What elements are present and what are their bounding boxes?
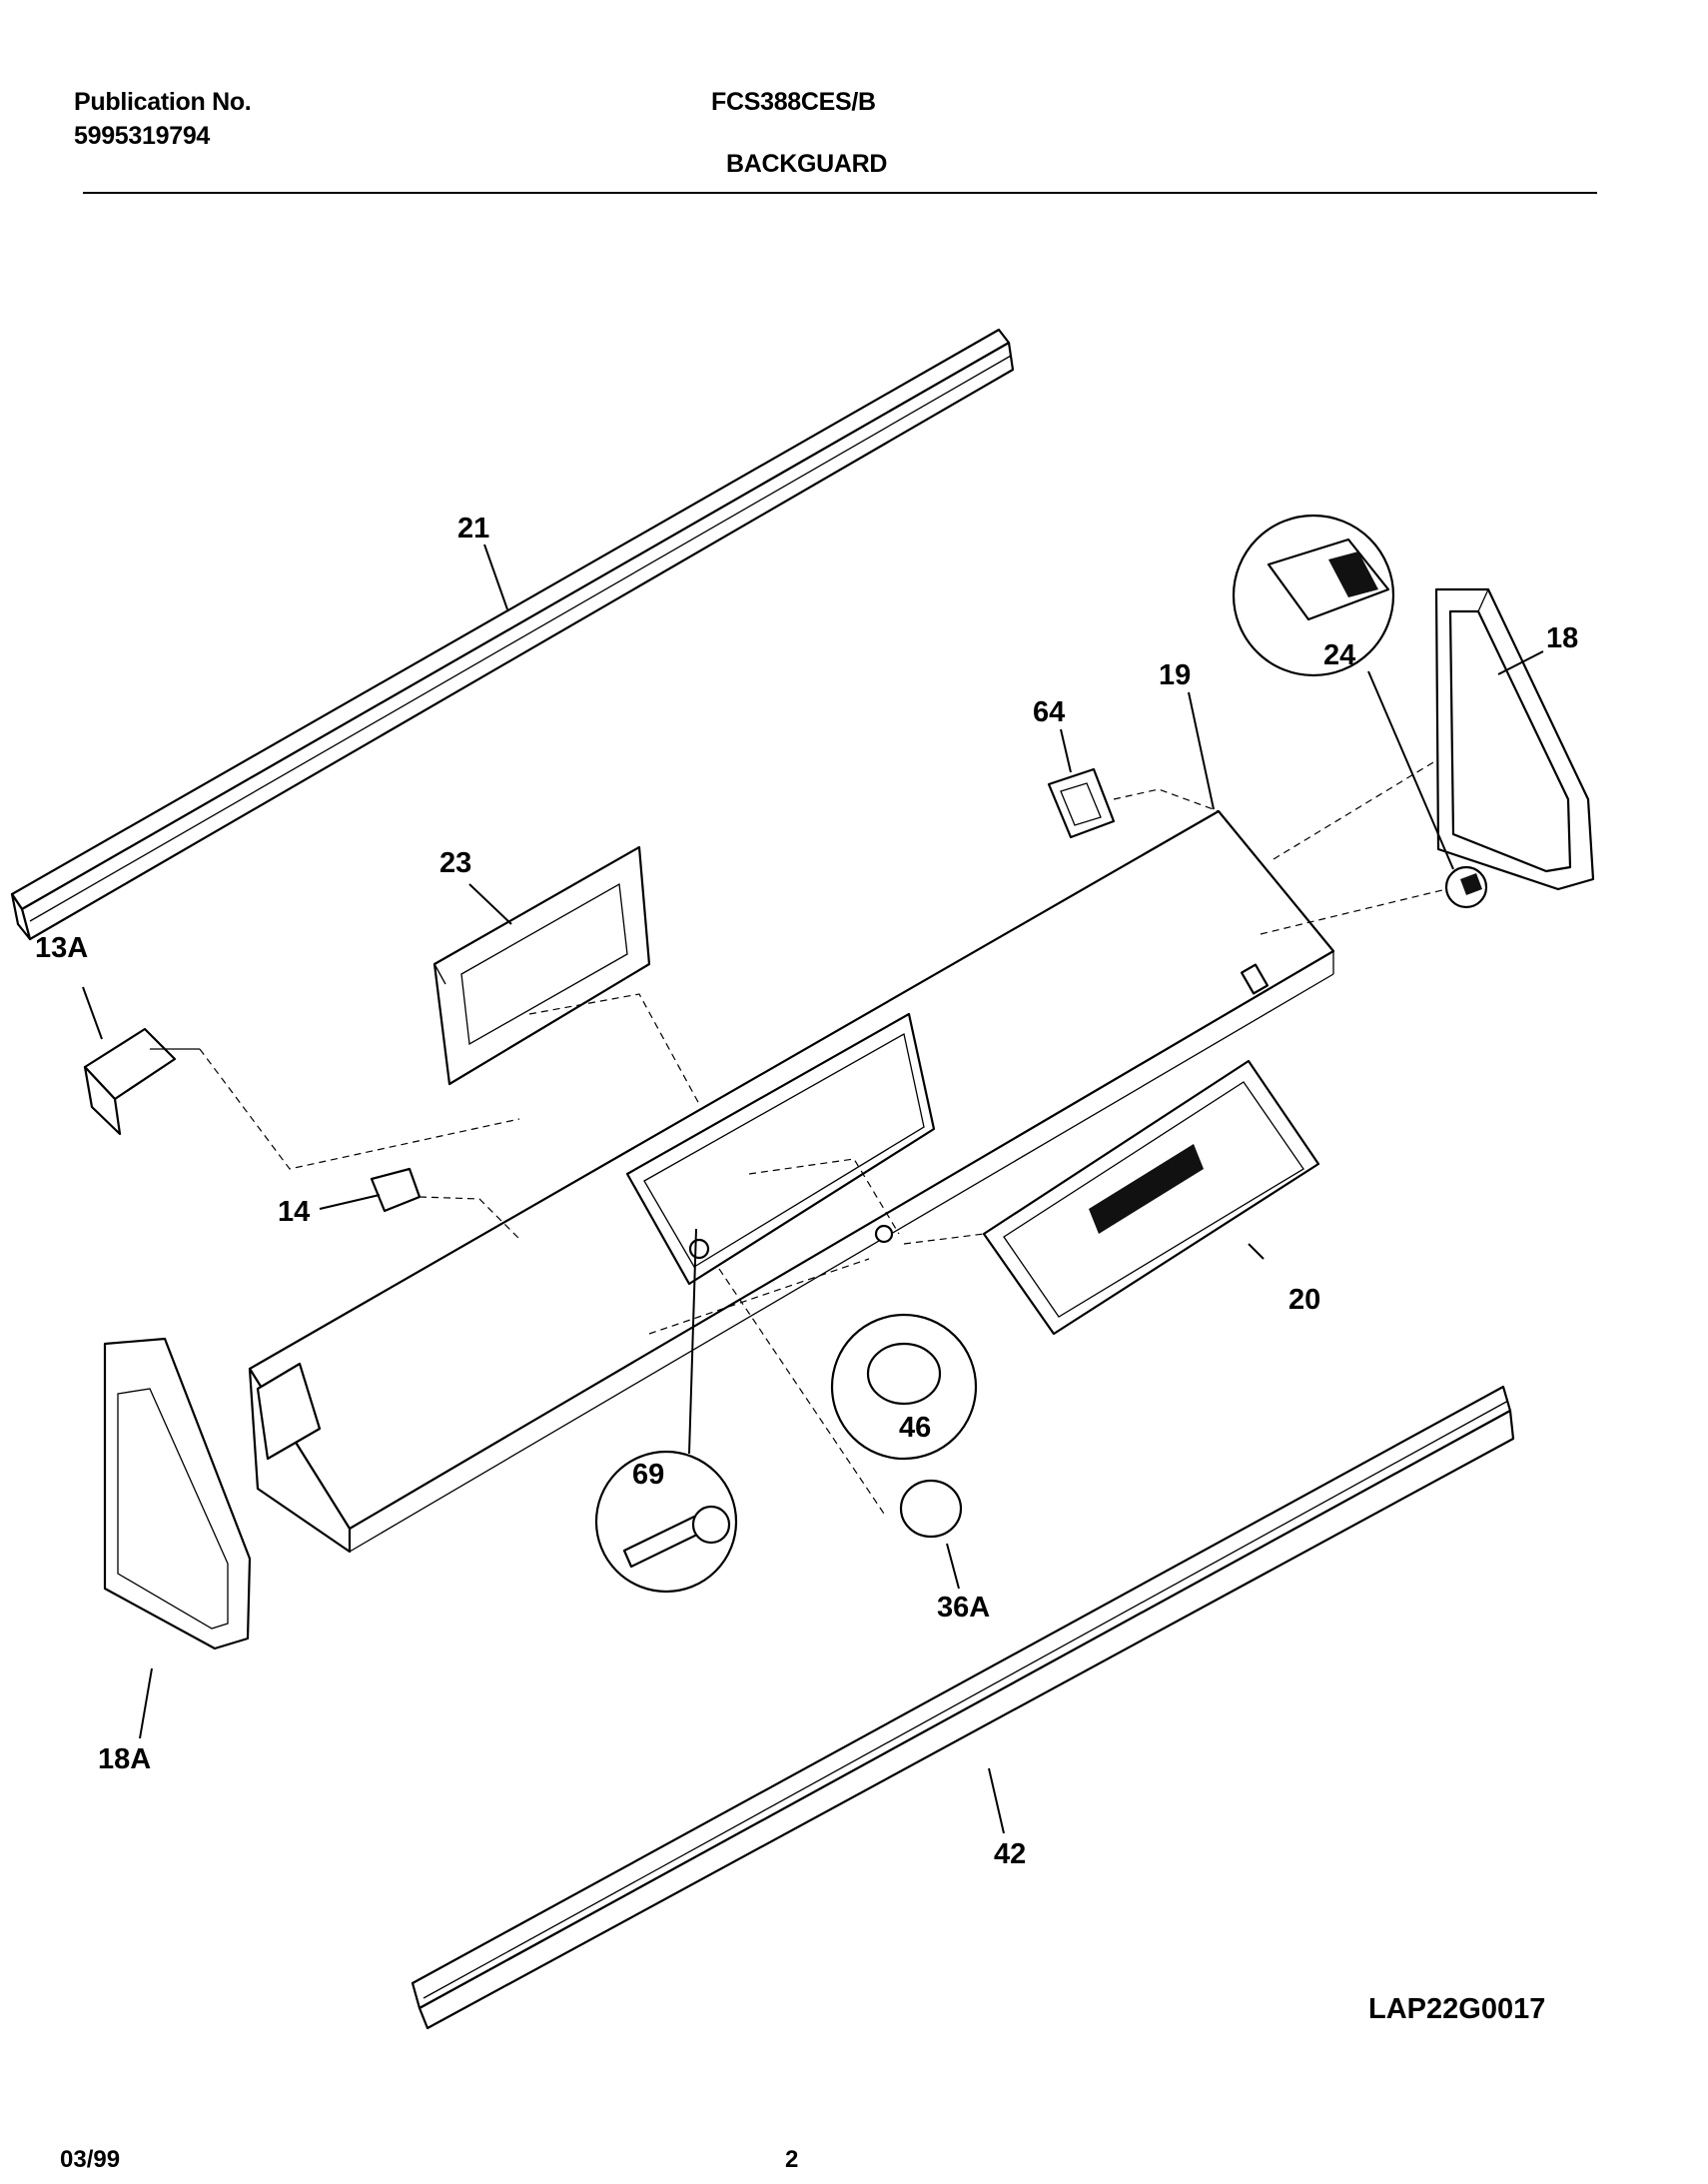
leader-lines <box>82 544 1544 1834</box>
drawing-id: LAP22G0017 <box>1368 1993 1545 2025</box>
publication-label: Publication No. <box>74 88 252 116</box>
callout-18a: 18A <box>98 1743 151 1775</box>
part-24-rocker-switch <box>1232 514 1488 909</box>
part-21-top-trim <box>10 328 1015 941</box>
footer-page: 2 <box>785 2146 799 2173</box>
callout-14: 14 <box>278 1196 310 1228</box>
header-rule <box>83 192 1597 194</box>
callout-18: 18 <box>1546 622 1578 654</box>
assembly-lines <box>199 758 1447 1515</box>
callout-69: 69 <box>632 1459 664 1491</box>
callout-24: 24 <box>1323 639 1355 671</box>
callout-46: 46 <box>899 1412 931 1444</box>
callout-23: 23 <box>439 847 471 879</box>
section-title: BACKGUARD <box>726 150 888 178</box>
callout-36a: 36A <box>937 1592 990 1624</box>
part-36a-knob <box>899 1479 963 1539</box>
part-14-clip <box>370 1167 422 1213</box>
part-18a-left-end-cap <box>103 1337 252 1650</box>
part-42-bottom-trim <box>411 1385 1515 2030</box>
part-20-electronic-control <box>982 1059 1320 1336</box>
part-13a-switch <box>83 1027 200 1136</box>
part-69-screw <box>594 1238 738 1594</box>
model-number: FCS388CES/B <box>711 88 876 116</box>
publication-number: 5995319794 <box>74 122 211 150</box>
part-64-label <box>1047 767 1116 839</box>
callout-20: 20 <box>1288 1284 1320 1316</box>
callout-19: 19 <box>1159 659 1191 691</box>
footer-date: 03/99 <box>60 2146 121 2173</box>
part-18-right-end-cap <box>1434 587 1595 891</box>
part-23-display-bracket <box>432 845 651 1086</box>
callout-labels: 21 18 24 19 64 23 13A 14 20 46 69 36A 18… <box>35 513 1578 2025</box>
callout-42: 42 <box>994 1838 1026 1870</box>
part-19-backguard-panel <box>248 809 1335 1554</box>
part-46-knob <box>830 1224 978 1461</box>
callout-13a: 13A <box>35 932 88 964</box>
callout-64: 64 <box>1033 696 1065 728</box>
callout-21: 21 <box>457 513 489 545</box>
